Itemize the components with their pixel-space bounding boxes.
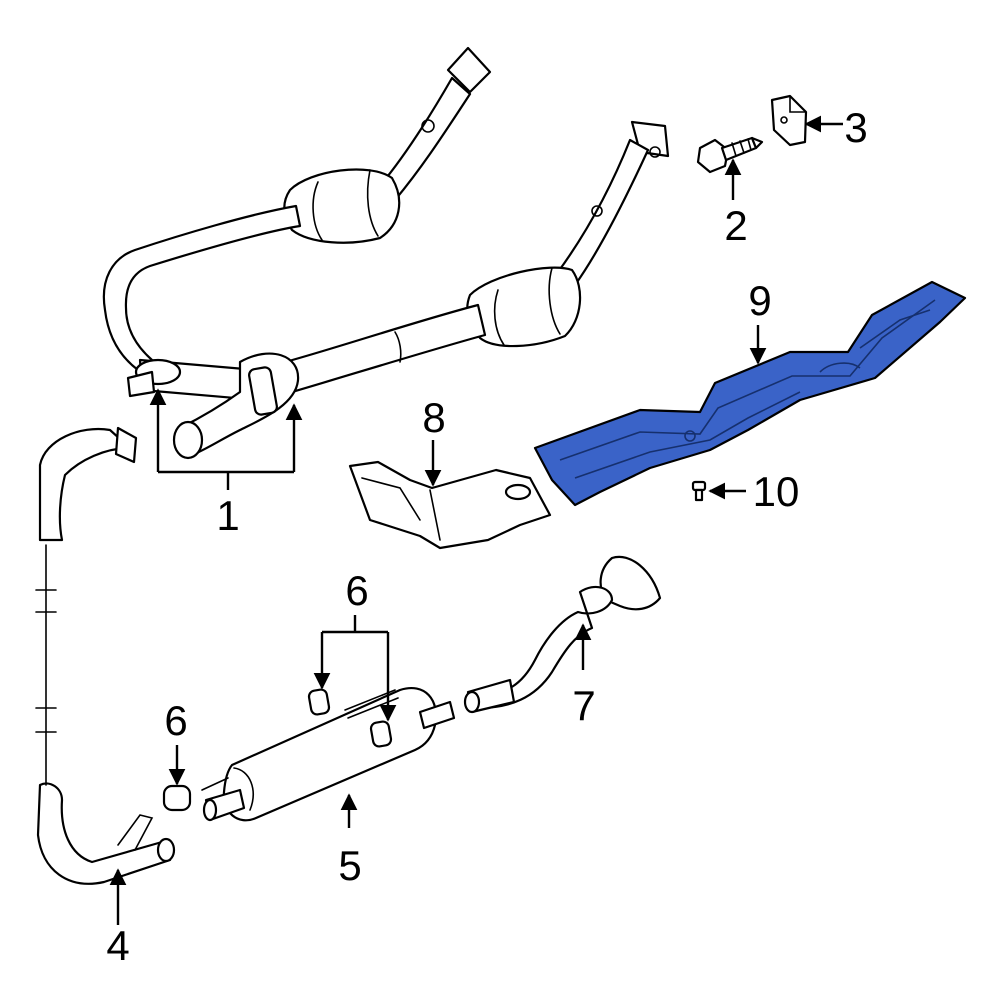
bracket-part-3[interactable] [770,94,808,147]
callout-2: 2 [724,202,747,249]
callout-7: 7 [572,682,595,729]
intermediate-pipe-part-4[interactable] [35,426,176,885]
pin-part-10[interactable] [691,480,707,502]
callout-labels: 1 2 3 4 5 6 6 7 8 9 10 [106,104,867,969]
callout-3: 3 [844,104,867,151]
bolt-part-2[interactable] [696,136,764,174]
callout-6-lower: 6 [164,697,187,744]
callout-6-upper: 6 [345,567,368,614]
upper-exhaust-pipe-assembly[interactable] [102,46,670,460]
callout-10: 10 [753,468,800,515]
callout-8: 8 [422,394,445,441]
hanger-part-6-b[interactable] [369,720,393,748]
callout-4: 4 [106,922,129,969]
tailpipe-part-7[interactable] [463,555,662,714]
callout-1: 1 [216,492,239,539]
leader-lines [109,115,843,925]
callout-9: 9 [748,277,771,324]
hanger-part-6-c[interactable] [162,784,192,812]
hanger-part-6-a[interactable] [307,688,331,716]
heat-shield-part-8[interactable] [348,460,552,550]
heat-shield-part-9[interactable] [533,280,967,507]
callout-5: 5 [338,842,361,889]
